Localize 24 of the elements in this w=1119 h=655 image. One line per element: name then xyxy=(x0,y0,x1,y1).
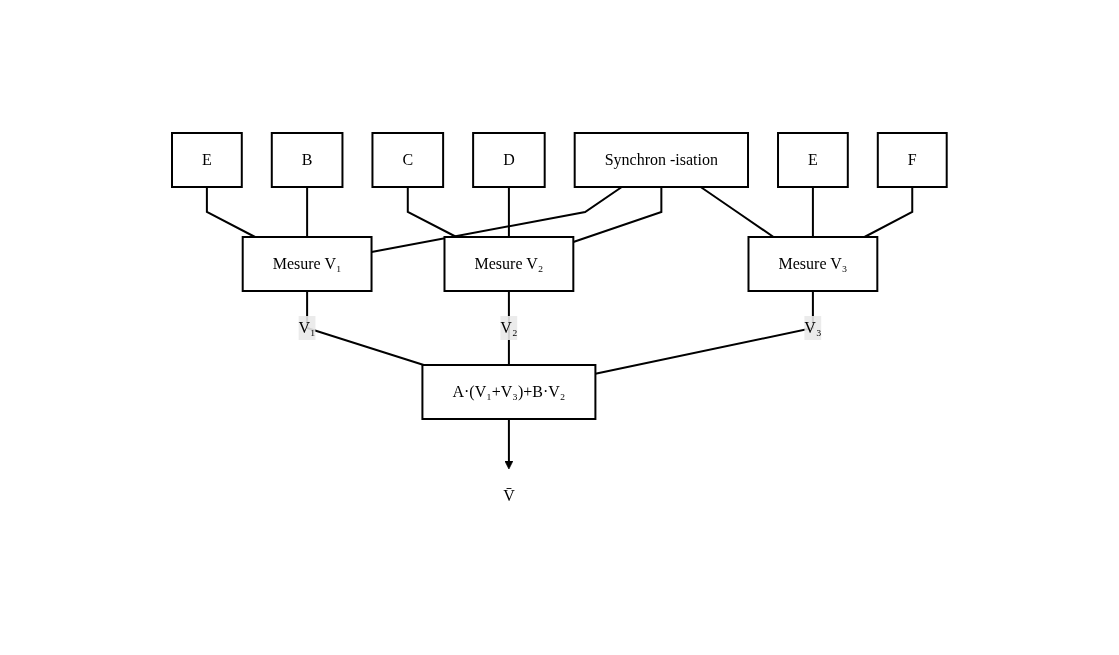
node-box: Mesure V₁ xyxy=(241,235,373,292)
connector xyxy=(206,185,257,238)
node-box: E xyxy=(171,131,243,188)
connector xyxy=(306,185,309,238)
connector xyxy=(812,185,815,238)
edge-label: V₂ xyxy=(500,318,518,336)
node-box: A·(V₁+V₃)+B·V₂ xyxy=(421,363,597,420)
node-box: Mesure V₂ xyxy=(443,235,575,292)
node-box: Synchron -isation xyxy=(573,131,750,188)
node-box: Mesure V₃ xyxy=(747,235,879,292)
node-box: D xyxy=(472,131,546,188)
node-text: V̄ xyxy=(503,486,515,504)
connector xyxy=(508,289,511,366)
connector xyxy=(863,185,914,238)
edge-label: V₃ xyxy=(804,318,822,336)
node-box: B xyxy=(270,131,344,188)
node-box: C xyxy=(371,131,445,188)
arrow xyxy=(504,417,514,469)
node-box: F xyxy=(876,131,948,188)
connector xyxy=(508,185,511,238)
connector xyxy=(699,185,775,238)
connector xyxy=(306,289,425,366)
edge-label: V₁ xyxy=(298,318,316,336)
node-box: E xyxy=(777,131,849,188)
